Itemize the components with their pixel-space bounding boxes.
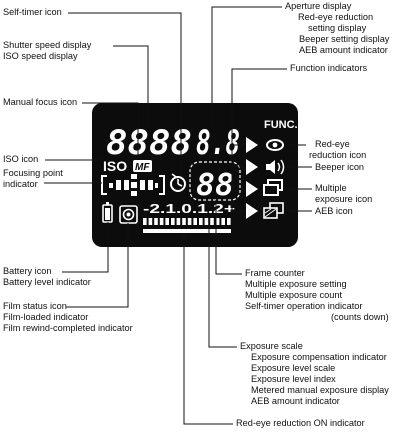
leader-lines — [44, 6, 312, 425]
exposure-scale-numbers: -2.1.0.1.2+ — [143, 202, 235, 216]
self-timer-lcd-icon — [170, 173, 186, 192]
aperture-digits: 8.8 — [196, 123, 240, 163]
mf-lcd-icon: MF — [135, 162, 150, 173]
red-eye-on-indicator-bar — [143, 229, 231, 233]
label-film-status-icon: Film status icon Film-loaded indicator F… — [3, 301, 133, 333]
beeper-icon — [266, 159, 285, 175]
label-multiple-exposure-icon: Multiple exposure icon — [315, 183, 373, 204]
label-beeper-icon: Beeper icon — [315, 162, 365, 172]
label-aeb-icon: AEB icon — [315, 206, 353, 216]
label-self-timer-icon: Self-timer icon — [3, 7, 62, 17]
function-arrow-icon — [246, 159, 258, 175]
func-label: FUNC. — [264, 119, 298, 131]
label-shutter-speed-display: Shutter speed display ISO speed display — [3, 40, 92, 61]
aeb-icon — [263, 202, 284, 219]
iso-lcd-icon: ISO — [103, 158, 127, 174]
label-focusing-point-indicator: Focusing point indicator — [3, 168, 63, 189]
exposure-level-bars — [143, 218, 231, 225]
function-arrow-icon — [246, 181, 258, 197]
label-iso-icon: ISO icon — [3, 154, 39, 164]
label-battery-icon: Battery icon Battery level indicator — [3, 266, 91, 287]
label-aperture-display: Aperture display Red-eye reduction setti… — [285, 1, 390, 55]
frame-counter-outline — [189, 161, 241, 201]
frame-counter-digits: 88 — [196, 168, 234, 203]
multiple-exposure-icon — [263, 179, 283, 196]
label-red-eye-reduction-icon: Red-eye reduction icon — [309, 139, 367, 160]
label-function-indicators: Function indicators — [290, 63, 368, 73]
shutter-speed-digits: 8888 — [106, 123, 192, 163]
label-manual-focus-icon: Manual focus icon — [3, 97, 78, 107]
mf-box — [133, 160, 152, 172]
label-exposure-scale: Exposure scale Exposure compensation ind… — [240, 341, 389, 406]
label-red-eye-reduction-on-indicator: Red-eye reduction ON indicator — [236, 418, 365, 428]
function-arrow-icon — [246, 203, 258, 219]
red-eye-icon — [266, 139, 284, 151]
focusing-point-indicator — [101, 174, 165, 196]
label-frame-counter: Frame counter Multiple exposure setting … — [245, 268, 389, 322]
function-arrow-icon — [246, 137, 258, 153]
